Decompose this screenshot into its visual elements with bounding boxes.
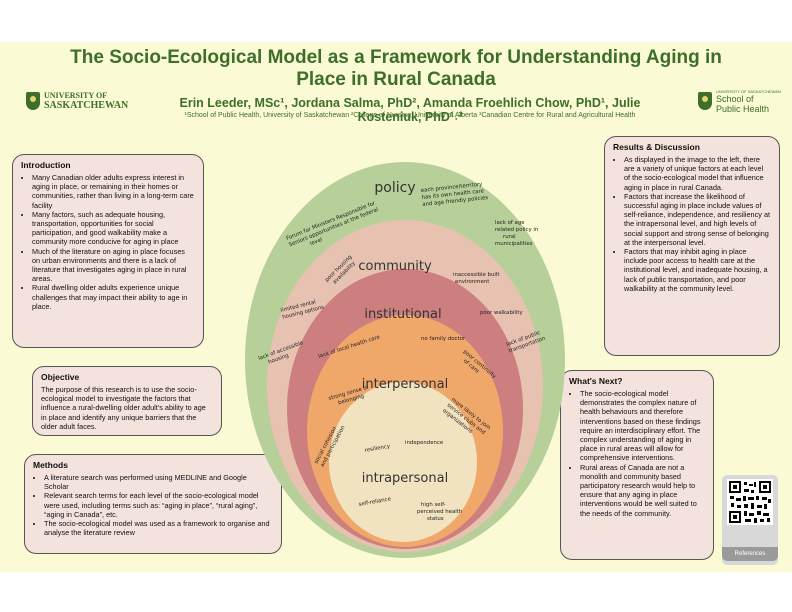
- results-list: As displayed in the image to the left, t…: [613, 155, 771, 293]
- sph-logo-text: UNIVERSITY OF SASKATCHEWAN School of Pub…: [716, 89, 781, 114]
- results-heading: Results & Discussion: [613, 142, 700, 152]
- list-item: Rural areas of Canada are not a monolith…: [580, 463, 705, 518]
- note-line: environment: [455, 279, 489, 285]
- note-intra-selfreliance: self-reliance: [358, 496, 392, 508]
- list-item: Relevant search terms for each level of …: [44, 491, 273, 519]
- note-line: municipalities: [495, 241, 533, 247]
- note-line: inaccessible built: [453, 272, 499, 278]
- objective-heading: Objective: [41, 372, 80, 382]
- level-label-interpersonal: interpersonal: [362, 377, 448, 392]
- authors: Erin Leeder, MSc¹, Jordana Salma, PhD², …: [179, 96, 641, 124]
- note-line: status: [427, 516, 444, 522]
- usask-logo-text: UNIVERSITY OF SASKATCHEWAN: [44, 91, 128, 111]
- note-policy-lack: lack of age related policy in rural muni…: [495, 220, 538, 247]
- note-line: perceived health: [417, 509, 462, 515]
- affiliations: ¹School of Public Health, University of …: [184, 112, 636, 119]
- note-line: level: [309, 237, 323, 247]
- list-item: A literature search was performed using …: [44, 473, 273, 491]
- logo-line-2: Public Health: [716, 103, 770, 114]
- logo-small-line: UNIVERSITY OF SASKATCHEWAN: [716, 88, 781, 94]
- list-item: As displayed in the image to the left, t…: [624, 155, 771, 192]
- level-label-community: community: [358, 259, 432, 274]
- note-inst-doctor: no family doctor: [421, 336, 466, 342]
- logo-line-1: School of: [716, 93, 754, 104]
- introduction-box: Introduction Many Canadian older adults …: [12, 154, 204, 348]
- list-item: Much of the literature on aging in place…: [32, 247, 195, 284]
- note-line: related policy in: [495, 227, 538, 233]
- level-label-institutional: institutional: [364, 307, 441, 322]
- list-item: Factors that increase the likelihood of …: [624, 192, 771, 247]
- whats-next-box: What's Next? The socio-ecological model …: [560, 370, 714, 560]
- methods-heading: Methods: [33, 460, 68, 470]
- introduction-heading: Introduction: [21, 160, 71, 170]
- note-line: high self-: [421, 502, 446, 508]
- list-item: The socio-ecological model was used as a…: [44, 519, 273, 537]
- objective-box: Objective The purpose of this research i…: [32, 366, 222, 436]
- note-community-built: inaccessible built environment: [453, 272, 499, 285]
- shield-icon: [26, 92, 40, 110]
- list-item: The socio-ecological model demonstrates …: [580, 389, 705, 463]
- qr-code-icon[interactable]: [727, 479, 773, 525]
- list-item: Rural dwelling older adults experience u…: [32, 283, 195, 311]
- poster-title: The Socio-Ecological Model as a Framewor…: [70, 47, 722, 90]
- poster: The Socio-Ecological Model as a Framewor…: [0, 42, 792, 572]
- list-item: Many Canadian older adults express inter…: [32, 173, 195, 210]
- school-public-health-logo: UNIVERSITY OF SASKATCHEWAN School of Pub…: [698, 86, 781, 116]
- methods-list: A literature search was performed using …: [33, 473, 273, 537]
- usask-logo: UNIVERSITY OF SASKATCHEWAN: [26, 90, 128, 112]
- shield-icon: [698, 92, 712, 110]
- whats-next-list: The socio-ecological model demonstrates …: [569, 389, 705, 518]
- logo-line-2: SASKATCHEWAN: [44, 100, 129, 111]
- logo-line-1: UNIVERSITY OF: [44, 91, 108, 100]
- objective-text: The purpose of this research is to use t…: [41, 385, 206, 431]
- introduction-list: Many Canadian older adults express inter…: [21, 173, 195, 311]
- socio-ecological-model-diagram: policy community institutional interpers…: [245, 162, 565, 558]
- note-line: lack of age: [495, 220, 525, 226]
- level-label-intrapersonal: intrapersonal: [362, 471, 448, 486]
- results-box: Results & Discussion As displayed in the…: [604, 136, 780, 356]
- whats-next-heading: What's Next?: [569, 376, 623, 386]
- intrapersonal-ring: [329, 382, 477, 542]
- note-intra-health: high self- perceived health status: [417, 502, 462, 522]
- list-item: Many factors, such as adequate housing, …: [32, 210, 195, 247]
- references-button[interactable]: References: [722, 547, 778, 561]
- note-community-walk: poor walkability: [480, 310, 524, 316]
- list-item: Factors that may inhibit aging in place …: [624, 247, 771, 293]
- methods-box: Methods A literature search was performe…: [24, 454, 282, 554]
- level-label-policy: policy: [374, 180, 415, 196]
- note-line: rural: [503, 234, 516, 240]
- qr-code-panel[interactable]: References: [722, 475, 778, 565]
- note-intra-independence: independence: [405, 440, 444, 446]
- note-intra-resiliency: resiliency: [364, 443, 391, 453]
